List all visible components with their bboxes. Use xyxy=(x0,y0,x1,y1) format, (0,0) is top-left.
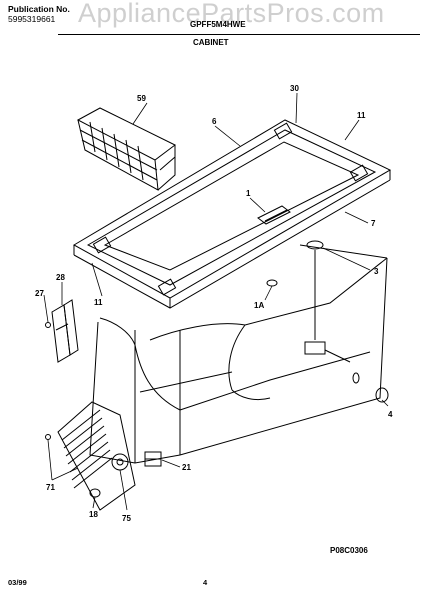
callout-11-left: 11 xyxy=(94,298,103,307)
publication-label: Publication No. xyxy=(8,4,70,14)
callout-labels: 59 6 30 11 1 1A 28 27 11 7 3 4 21 71 75 … xyxy=(35,84,393,523)
callout-1a: 1A xyxy=(254,301,264,310)
callout-27: 27 xyxy=(35,289,44,298)
page-number: 4 xyxy=(203,578,208,587)
grille-screw xyxy=(45,434,51,440)
handle-part-1a xyxy=(266,279,278,287)
drain-assembly xyxy=(304,240,389,403)
callout-1: 1 xyxy=(246,189,251,198)
callout-18: 18 xyxy=(89,510,98,519)
section-title: CABINET xyxy=(193,38,229,47)
revision-date: 03/99 xyxy=(8,578,27,587)
callout-3: 3 xyxy=(374,267,379,276)
lid-handle xyxy=(257,205,291,225)
grille-panel xyxy=(57,401,136,511)
callout-4: 4 xyxy=(388,410,393,419)
hinge-screw xyxy=(45,322,51,328)
callout-30: 30 xyxy=(290,84,299,93)
drawing-code: P08C0306 xyxy=(330,546,368,555)
publication-number: 5995319661 xyxy=(8,14,56,24)
callout-11-right: 11 xyxy=(357,111,366,120)
callout-6: 6 xyxy=(212,117,217,126)
callout-59: 59 xyxy=(137,94,146,103)
callout-28: 28 xyxy=(56,273,65,282)
callout-75: 75 xyxy=(122,514,131,523)
foot xyxy=(89,488,101,498)
callout-7: 7 xyxy=(371,219,376,228)
lid-frame xyxy=(72,119,392,309)
callout-71: 71 xyxy=(46,483,55,492)
hinge-bracket xyxy=(51,299,79,363)
leader-lines xyxy=(43,92,389,511)
watermark: AppliancePartsPros.com xyxy=(78,0,385,28)
control-box xyxy=(144,451,162,467)
header-rule xyxy=(58,34,420,35)
wire-basket xyxy=(76,107,176,191)
model-number: GPFF5M4HWE xyxy=(190,20,246,29)
cabinet-body xyxy=(89,244,388,464)
callout-21: 21 xyxy=(182,463,191,472)
